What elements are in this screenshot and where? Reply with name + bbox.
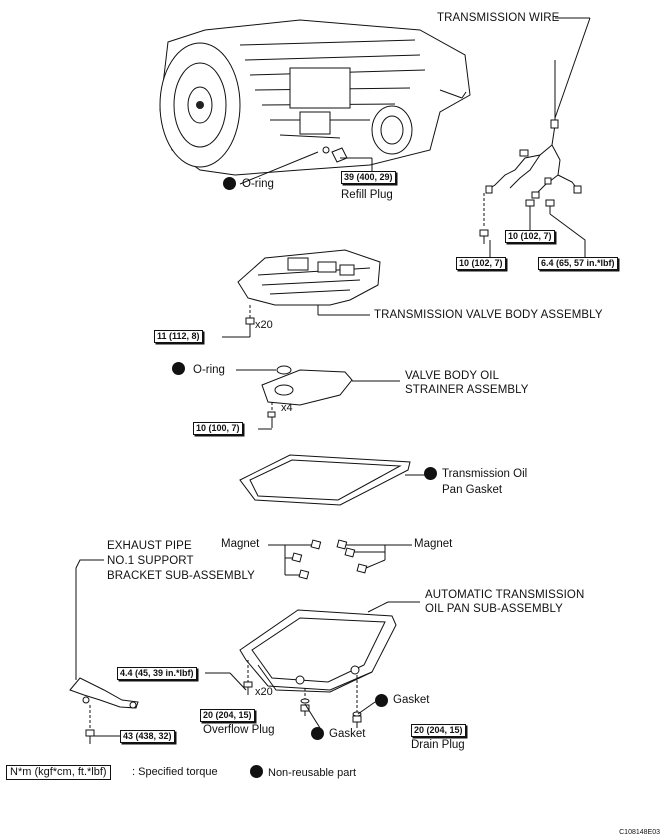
pan-bolt-torque: 4.4 (45, 39 in.*lbf) <box>117 667 197 680</box>
strainer-bolt-torque: 10 (100, 7) <box>193 422 243 435</box>
transmission-wire-drawing <box>479 17 591 258</box>
exhaust-bracket-label-line2: NO.1 SUPPORT <box>107 555 194 567</box>
gasket-right-label: Gasket <box>393 694 430 706</box>
nonreusable-marker-gasket-bottom <box>311 727 324 740</box>
wire-bolt-torque-a: 10 (102, 7) <box>456 257 506 270</box>
o-ring-mid-label: O-ring <box>193 364 225 376</box>
pan-bolt-count: x20 <box>255 686 273 698</box>
exhaust-bracket-drawing <box>69 559 139 744</box>
legend-torque-text: : Specified torque <box>132 766 218 778</box>
exhaust-bracket-label-line3: BRACKET SUB-ASSEMBLY <box>107 570 255 582</box>
oil-pan-label-line1: AUTOMATIC TRANSMISSION <box>425 589 585 601</box>
pan-gasket-label-line1: Transmission Oil <box>442 468 528 480</box>
magnet-right-label: Magnet <box>414 538 453 550</box>
exhaust-bracket-label-line1: EXHAUST PIPE <box>107 540 192 552</box>
nonreusable-marker-pan-gasket <box>424 467 437 480</box>
nonreusable-marker-o-ring-mid <box>172 362 185 375</box>
nonreusable-marker-o-ring-top <box>223 177 236 190</box>
legend-nonreusable-marker <box>250 765 263 778</box>
o-ring-top-label: O-ring <box>242 178 274 190</box>
transmission-housing-drawing <box>159 19 471 176</box>
pan-gasket-label-line2: Pan Gasket <box>442 484 503 496</box>
wire-bolt-torque-b: 10 (102, 7) <box>505 230 555 243</box>
figure-code: C108148E03 <box>619 829 660 836</box>
strainer-drawing <box>236 365 400 430</box>
legend-torque-unit: N*m (kgf*cm, ft.*lbf) <box>6 765 111 780</box>
drain-plug-torque: 20 (204, 15) <box>411 724 466 737</box>
refill-plug-torque: 39 (400, 29) <box>341 171 396 184</box>
refill-plug-label: Refill Plug <box>341 189 393 201</box>
oil-pan-drawing <box>205 601 420 729</box>
valve-body-drawing <box>222 249 381 338</box>
overflow-plug-torque: 20 (204, 15) <box>200 709 255 722</box>
valve-body-bolt-count: x20 <box>255 319 273 331</box>
magnet-left-label: Magnet <box>221 538 260 550</box>
nonreusable-marker-gasket-right <box>375 694 388 707</box>
bracket-bolt-torque: 43 (438, 32) <box>120 730 175 743</box>
valve-body-assembly-label: TRANSMISSION VALVE BODY ASSEMBLY <box>374 309 603 321</box>
drain-plug-label: Drain Plug <box>411 739 465 751</box>
wire-bolt-torque-c: 6.4 (65, 57 in.*lbf) <box>538 257 618 270</box>
overflow-plug-label: Overflow Plug <box>203 724 275 736</box>
strainer-label-line1: VALVE BODY OIL <box>405 370 500 382</box>
strainer-label-line2: STRAINER ASSEMBLY <box>405 384 529 396</box>
valve-body-bolt-torque: 11 (112, 8) <box>154 330 203 343</box>
pan-gasket-drawing <box>239 454 425 506</box>
strainer-bolt-count: x4 <box>281 402 293 414</box>
magnets-drawing <box>268 539 412 580</box>
oil-pan-label-line2: OIL PAN SUB-ASSEMBLY <box>425 603 563 615</box>
gasket-bottom-label: Gasket <box>329 728 366 740</box>
transmission-wire-label: TRANSMISSION WIRE <box>437 12 560 24</box>
legend-nonreusable-text: Non-reusable part <box>268 767 357 779</box>
